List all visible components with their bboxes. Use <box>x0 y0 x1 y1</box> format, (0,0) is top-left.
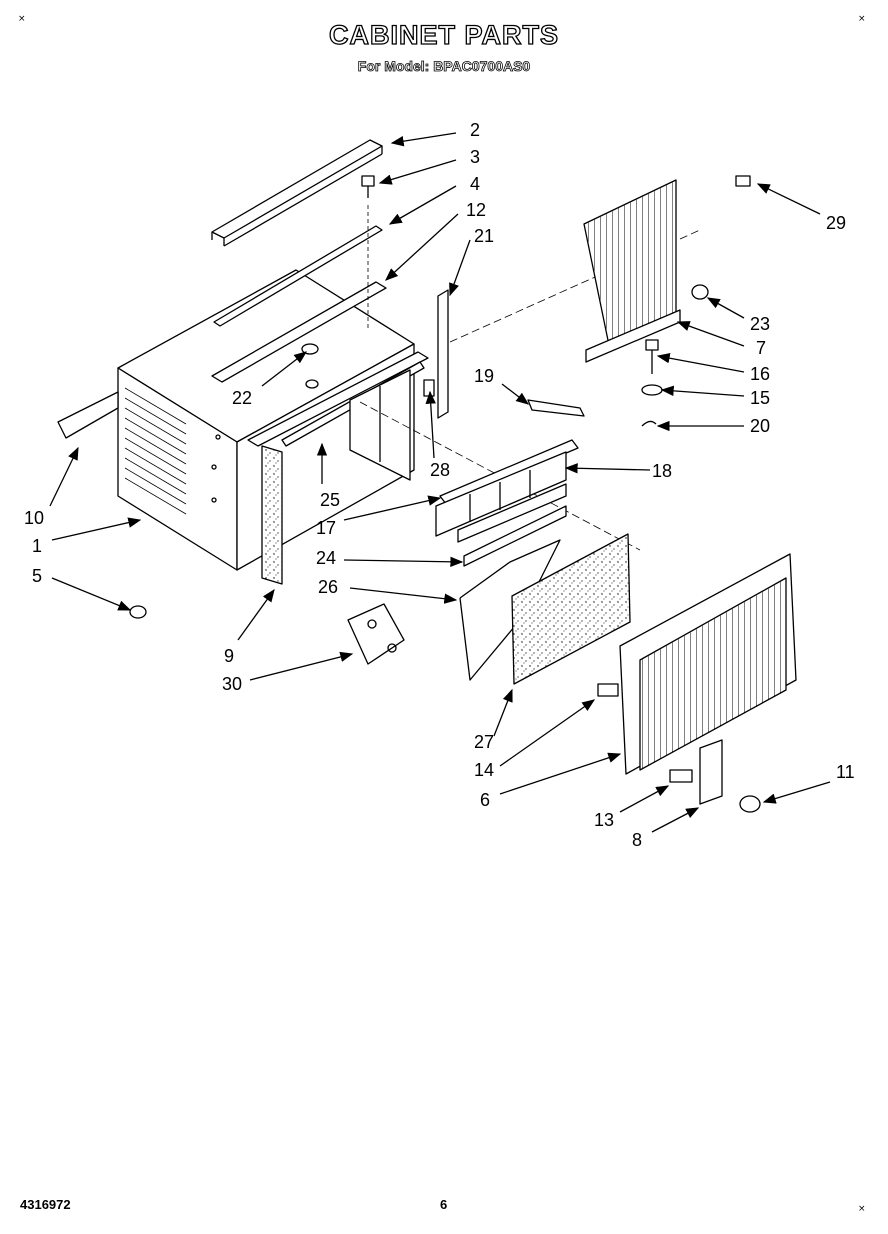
callout-25: 25 <box>320 490 340 510</box>
callout-27: 27 <box>474 732 494 752</box>
callout-7: 7 <box>756 338 766 358</box>
callout-26: 26 <box>318 577 338 597</box>
callout-leaders <box>49 132 831 833</box>
callout-23: 23 <box>750 314 770 334</box>
callout-15: 15 <box>750 388 770 408</box>
callout-4: 4 <box>470 174 480 194</box>
callout-19: 19 <box>474 366 494 386</box>
callout-2: 2 <box>470 120 480 140</box>
callout-14: 14 <box>474 760 494 780</box>
callout-5: 5 <box>32 566 42 586</box>
callout-17: 17 <box>316 518 336 538</box>
page-number: 6 <box>440 1197 448 1212</box>
callout-labels: 2 3 4 12 21 29 23 7 16 15 20 18 19 28 22… <box>24 120 855 850</box>
callout-30: 30 <box>222 674 242 694</box>
callout-9: 9 <box>224 646 234 666</box>
callout-20: 20 <box>750 416 770 436</box>
callout-29: 29 <box>826 213 846 233</box>
callout-8: 8 <box>632 830 642 850</box>
page-title: CABINET PARTS <box>328 19 559 50</box>
corner-mark-top-left: × <box>18 14 26 24</box>
corner-mark-bottom-right: × <box>858 1204 866 1214</box>
callout-22: 22 <box>232 388 252 408</box>
callout-18: 18 <box>652 461 672 481</box>
callout-11: 11 <box>836 762 855 782</box>
callout-21: 21 <box>474 226 494 246</box>
callout-1: 1 <box>32 536 42 556</box>
callout-6: 6 <box>480 790 490 810</box>
callout-16: 16 <box>750 364 770 384</box>
callout-24: 24 <box>316 548 336 568</box>
cabinet-parts-drawing <box>57 139 797 813</box>
callout-10: 10 <box>24 508 44 528</box>
callout-3: 3 <box>470 147 480 167</box>
corner-mark-top-right: × <box>858 14 866 24</box>
model-subtitle: For Model: BPAC0700AS0 <box>357 58 531 75</box>
document-number: 4316972 <box>20 1197 71 1212</box>
callout-12: 12 <box>466 200 486 220</box>
callout-13: 13 <box>594 810 614 830</box>
callout-28: 28 <box>430 460 450 480</box>
